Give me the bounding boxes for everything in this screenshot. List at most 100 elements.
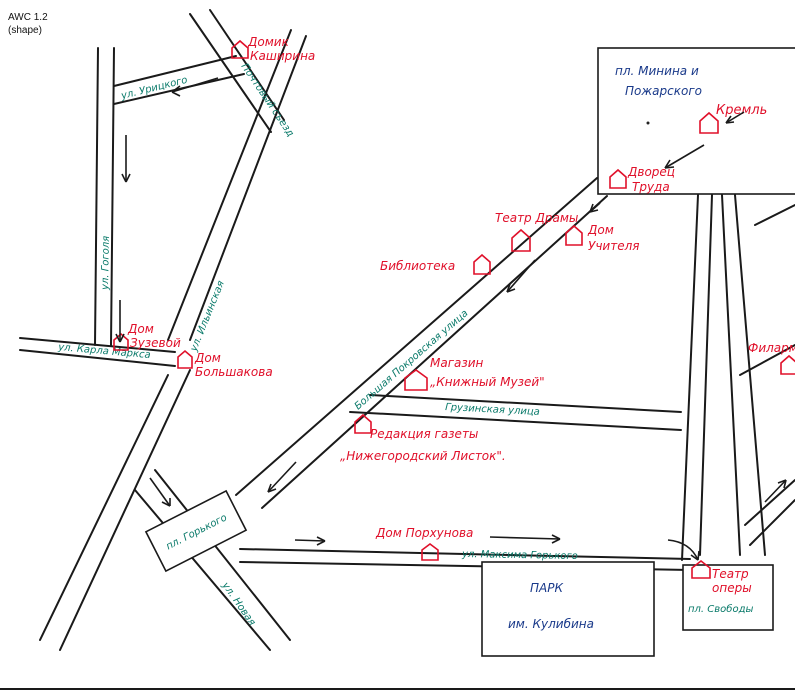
- road-east-1: [681, 194, 699, 561]
- place-dom-bolshakova-line2[interactable]: Большакова: [195, 365, 273, 379]
- road-east-7: [744, 479, 795, 526]
- road-east-6: [739, 344, 795, 376]
- arrow-kreml-dvorets-head: [664, 159, 675, 169]
- arrow-pokrovskaya-3-head: [267, 483, 277, 493]
- road-east-4: [734, 194, 766, 556]
- house-icon-filarmoniya[interactable]: [780, 354, 795, 375]
- arrow-pokrovskaya-2-head: [506, 283, 516, 293]
- house-icon-kashirin[interactable]: [231, 39, 249, 59]
- road-east-5: [754, 204, 795, 226]
- road-ilyinskaya-lower-right: [59, 369, 191, 651]
- street-gruzinskaya: Грузинская улица: [445, 402, 540, 418]
- arrow-gorkogo-1: [294, 539, 326, 542]
- road-pokrovskaya-left: [235, 177, 598, 496]
- arrow-zuzevoy-head: [115, 333, 125, 343]
- road-karla-marksa-top: [19, 337, 176, 353]
- place-kashirin-line2[interactable]: Каширина: [250, 49, 315, 63]
- place-dom-porkhunova[interactable]: Дом Порхунова: [375, 526, 473, 540]
- road-gogolya-right: [110, 47, 115, 346]
- house-icon-magazin[interactable]: [404, 369, 428, 391]
- arrow-uritskogo: [171, 77, 219, 93]
- minina-square-box: [597, 47, 795, 195]
- road-novaya-right: [154, 469, 291, 641]
- place-dom-uchitelya-line2[interactable]: Учителя: [588, 239, 639, 253]
- house-icon-biblioteka[interactable]: [473, 253, 491, 275]
- place-dom-zuzevoy-line1[interactable]: Дом: [127, 322, 154, 336]
- road-ilyinskaya-lower-left: [39, 374, 169, 641]
- street-gogolya: ул. Гоголя: [100, 236, 112, 291]
- road-east-3: [721, 194, 741, 556]
- road-uritskogo-bottom: [113, 73, 245, 105]
- arrow-to-gorkogo: [149, 477, 171, 507]
- place-magazin-line2[interactable]: „Книжный Музей": [430, 375, 545, 389]
- arrow-gorkogo-2-head: [551, 534, 561, 544]
- road-ilyinskaya-left: [167, 29, 292, 341]
- house-icon-teatr-dramy[interactable]: [511, 228, 531, 252]
- arrow-pokrovskaya-2: [506, 259, 536, 293]
- house-icon-redaktsiya[interactable]: [354, 413, 372, 434]
- place-dom-uchitelya-line1[interactable]: Дом: [587, 223, 614, 237]
- arrow-to-opera-head: [690, 550, 700, 561]
- roads: [0, 9, 795, 690]
- street-ilyinskaya: ул. Ильинская: [188, 279, 227, 354]
- svobody-square-label: пл. Свободы: [688, 603, 753, 615]
- arrow-pokrovskaya-1-head: [589, 203, 599, 213]
- arrow-east: [764, 479, 787, 503]
- road-pochtovy-right: [209, 9, 285, 121]
- house-icon-dom-porkhunova[interactable]: [421, 543, 439, 561]
- arrow-gorkogo-1-head: [316, 536, 326, 546]
- road-gogolya-left: [94, 47, 99, 346]
- place-dvorets-line1[interactable]: Дворец: [627, 165, 675, 179]
- arrow-pokrovskaya-1: [589, 202, 601, 213]
- place-kashirin-line1[interactable]: Домик: [247, 35, 290, 49]
- place-dom-zuzevoy-line2[interactable]: Зузевой: [130, 336, 181, 350]
- gorkogo-square-group: пл. Горького: [144, 489, 248, 573]
- road-novaya-left: [134, 489, 271, 651]
- house-icon-kreml[interactable]: [699, 111, 719, 134]
- house-icon-teatr-opery[interactable]: [691, 559, 711, 579]
- house-icon-dvorets-truda[interactable]: [609, 168, 627, 189]
- minina-square-line1: пл. Минина и: [615, 64, 699, 78]
- place-dvorets-line2[interactable]: Труда: [632, 180, 670, 194]
- svobody-square-box: [682, 564, 774, 631]
- arrow-kreml-head: [725, 115, 735, 124]
- road-gorkogo-top: [239, 548, 691, 560]
- street-maksima-gorkogo: ул. Максима Горького: [461, 549, 578, 562]
- arrow-kreml-dvorets: [664, 144, 705, 169]
- road-uritskogo-top: [113, 55, 237, 87]
- road-gruzinskaya-bottom: [349, 411, 682, 431]
- place-kreml[interactable]: Кремль: [716, 103, 767, 118]
- arrow-kreml: [725, 111, 745, 124]
- place-teatr-opery-line2[interactable]: оперы: [712, 581, 752, 595]
- arrow-east-head: [777, 479, 787, 489]
- corner-tag-line1: AWC 1.2: [8, 12, 48, 23]
- gorkogo-square-box: [144, 489, 248, 573]
- arrow-to-opera: [667, 539, 699, 561]
- corner-tag-line2: (shape): [8, 25, 42, 36]
- place-redaktsiya-line1[interactable]: Редакция газеты: [370, 427, 478, 441]
- arrow-gorkogo-2: [489, 536, 561, 540]
- road-pokrovskaya-right: [261, 195, 608, 509]
- place-redaktsiya-line2[interactable]: „Нижегородский Листок".: [340, 449, 506, 463]
- place-dom-bolshakova-line1[interactable]: Дом: [194, 351, 221, 365]
- minina-square-line2: Пожарского: [625, 84, 702, 98]
- park-label-line1: ПАРК: [530, 581, 563, 595]
- street-novaya: ул. Новая: [219, 580, 257, 628]
- place-magazin-line1[interactable]: Магазин: [430, 356, 484, 370]
- house-icon-dom-bolshakova[interactable]: [177, 349, 193, 369]
- place-teatr-opery-line1[interactable]: Театр: [712, 567, 749, 581]
- route-arrows: [115, 77, 787, 561]
- road-east-8: [749, 499, 795, 546]
- road-karla-marksa-bottom: [19, 349, 176, 367]
- house-icon-dom-uchitelya[interactable]: [565, 224, 583, 246]
- arrow-pokrovskaya-3: [267, 461, 297, 493]
- kulibin-park-box: [481, 561, 655, 657]
- place-filarmoniya[interactable]: Филарм: [748, 341, 795, 355]
- map-dot: [646, 121, 650, 125]
- road-east-2: [699, 194, 713, 556]
- house-icon-dom-zuzevoy[interactable]: [113, 332, 129, 351]
- place-teatr-dramy[interactable]: Театр Драмы: [495, 211, 578, 225]
- road-gruzinskaya-top: [369, 394, 682, 413]
- place-biblioteka[interactable]: Библиотека: [380, 259, 455, 273]
- arrow-gogolya-head: [121, 173, 131, 183]
